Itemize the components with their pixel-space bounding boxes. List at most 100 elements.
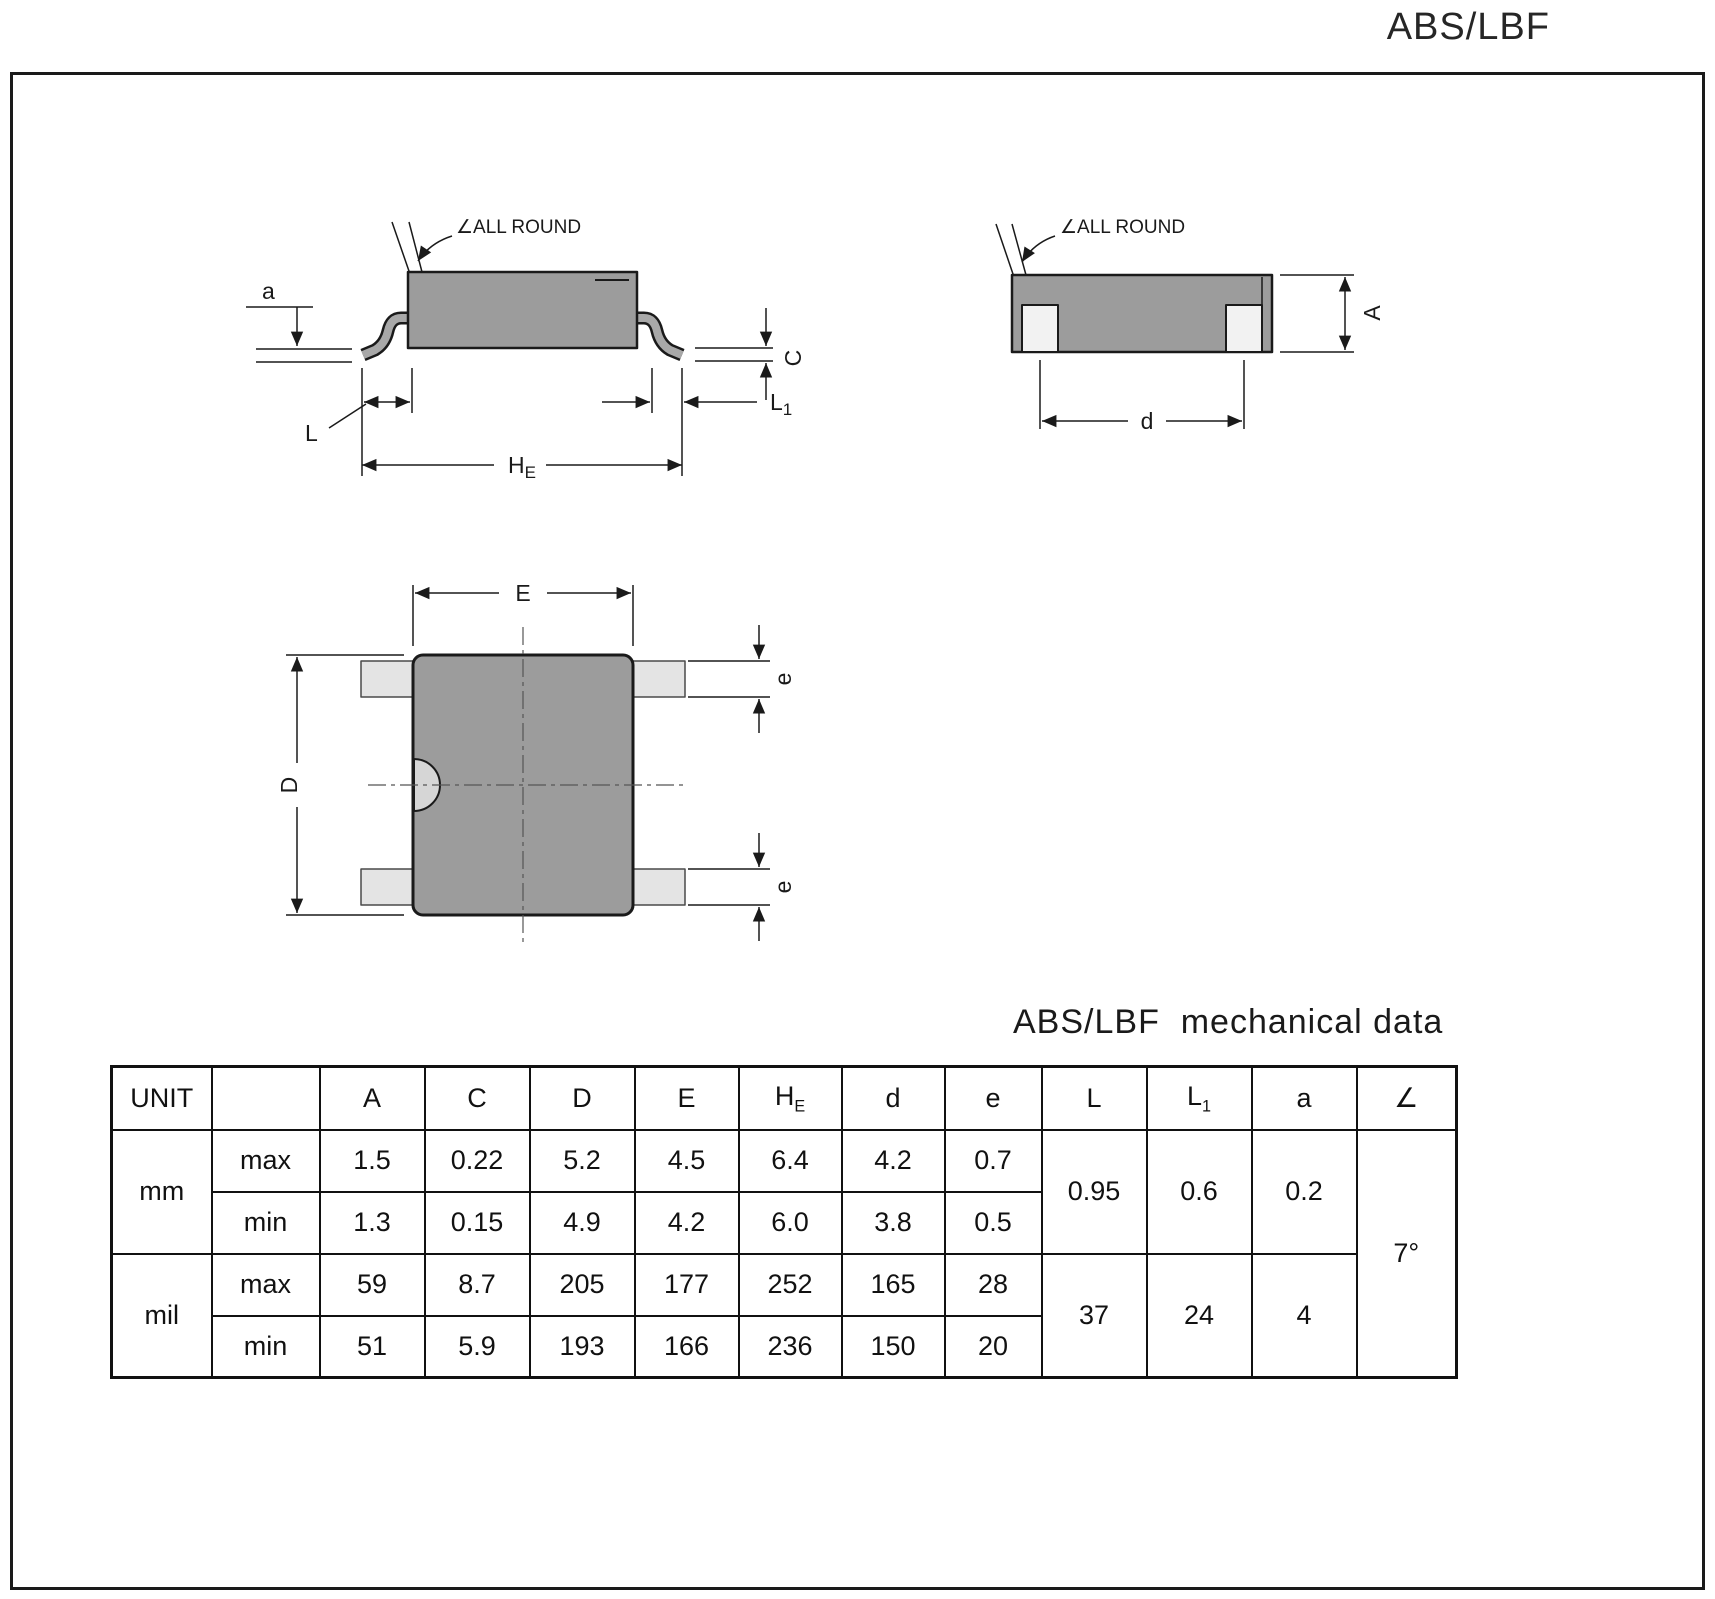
col-header-d: d bbox=[840, 1065, 946, 1131]
dim-label-l1: L1 bbox=[770, 389, 792, 419]
cell-mil-max-d: 165 bbox=[840, 1252, 946, 1317]
cell-mil-max-E: 177 bbox=[633, 1252, 740, 1317]
he-sub: E bbox=[525, 463, 536, 482]
cell-angle-value: 7° bbox=[1355, 1128, 1458, 1379]
table-header-row: UNIT A C D E HE d e L L1 a ∠ bbox=[110, 1065, 1458, 1131]
cell-mm-max-D: 5.2 bbox=[528, 1128, 636, 1193]
row-label-min: min bbox=[210, 1190, 321, 1255]
cell-mil-max-D: 205 bbox=[528, 1252, 636, 1317]
terminal-pad bbox=[1225, 304, 1263, 353]
dim-label-e-pitch: e bbox=[770, 673, 796, 686]
table-row-mm-min: min 1.3 0.15 4.9 4.2 6.0 3.8 0.5 bbox=[112, 1190, 1457, 1255]
terminal-pad bbox=[1021, 304, 1059, 353]
dim-label-a-height: A bbox=[1359, 305, 1385, 321]
he-base: H bbox=[508, 452, 525, 478]
cell-mil-L: 37 bbox=[1040, 1252, 1148, 1379]
cell-mm-min-A: 1.3 bbox=[318, 1190, 426, 1255]
col-header-A: A bbox=[318, 1065, 426, 1131]
cell-mm-min-HE: 6.0 bbox=[737, 1190, 843, 1255]
cell-mm-max-E: 4.5 bbox=[633, 1128, 740, 1193]
cell-mm-min-C: 0.15 bbox=[423, 1190, 531, 1255]
cell-mil-min-E: 166 bbox=[633, 1314, 740, 1379]
cell-mil-min-C: 5.9 bbox=[423, 1314, 531, 1379]
lead-pad bbox=[631, 868, 686, 906]
side-view: ∠ALL ROUND a L bbox=[246, 217, 806, 482]
dim-label-a: a bbox=[262, 278, 275, 304]
lead-pad bbox=[360, 868, 415, 906]
col-header-C: C bbox=[423, 1065, 531, 1131]
dim-label-d: d bbox=[1141, 408, 1154, 434]
col-header-angle: ∠ bbox=[1355, 1065, 1458, 1131]
row-label-max: max bbox=[210, 1252, 321, 1317]
cell-mil-a: 4 bbox=[1250, 1252, 1358, 1379]
mechanical-data-table: UNIT A C D E HE d e L L1 a ∠ mm max 1.5 … bbox=[110, 1065, 1458, 1379]
col-header-unit: UNIT bbox=[110, 1065, 213, 1131]
leader-arrow bbox=[1021, 235, 1056, 263]
cell-mm-L: 0.95 bbox=[1040, 1128, 1148, 1255]
col-header-D: D bbox=[528, 1065, 636, 1131]
cell-mm-max-d: 4.2 bbox=[840, 1128, 946, 1193]
dim-label-l: L bbox=[305, 420, 318, 446]
col-header-L1: L1 bbox=[1145, 1065, 1253, 1131]
cell-mil-min-d: 150 bbox=[840, 1314, 946, 1379]
dim-label-c: C bbox=[780, 350, 806, 367]
cell-mil-max-C: 8.7 bbox=[423, 1252, 531, 1317]
cell-mm-max-A: 1.5 bbox=[318, 1128, 426, 1193]
cell-mil-min-e: 20 bbox=[943, 1314, 1043, 1379]
angle-extent-line bbox=[391, 221, 411, 275]
cell-mm-max-HE: 6.4 bbox=[737, 1128, 843, 1193]
cell-mm-a: 0.2 bbox=[1250, 1128, 1358, 1255]
lead bbox=[631, 314, 684, 359]
cell-mm-min-d: 3.8 bbox=[840, 1190, 946, 1255]
col-header-HE: HE bbox=[737, 1065, 843, 1131]
l1-base: L bbox=[1186, 1080, 1202, 1111]
dim-label-he: HE bbox=[508, 452, 536, 482]
package-body bbox=[406, 270, 639, 350]
leader-line bbox=[328, 403, 367, 429]
table-row-mil-max: mil max 59 8.7 205 177 252 165 28 37 24 … bbox=[110, 1252, 1457, 1379]
table-row-mm-max: mm max 1.5 0.22 5.2 4.5 6.4 4.2 0.7 0.95… bbox=[110, 1128, 1458, 1379]
l1-base: L bbox=[770, 389, 783, 415]
col-header-L: L bbox=[1040, 1065, 1148, 1131]
cell-mm-max-e: 0.7 bbox=[943, 1128, 1043, 1193]
unit-label-mil: mil bbox=[110, 1252, 213, 1379]
page-title: ABS/LBF bbox=[1386, 6, 1550, 48]
angle-extent-line bbox=[1011, 223, 1027, 276]
angle-extent-line bbox=[995, 223, 1015, 278]
dim-label-e-width: E bbox=[515, 580, 530, 606]
lead bbox=[361, 314, 414, 359]
cell-mm-min-D: 4.9 bbox=[528, 1190, 636, 1255]
dim-label-e-pitch: e bbox=[770, 881, 796, 894]
cell-mm-min-E: 4.2 bbox=[633, 1190, 740, 1255]
col-header-a: a bbox=[1250, 1065, 1358, 1131]
cell-mm-L1: 0.6 bbox=[1145, 1128, 1253, 1255]
table-title: ABS/LBF mechanical data bbox=[1013, 1003, 1444, 1041]
col-header-E: E bbox=[633, 1065, 740, 1131]
row-label-max: max bbox=[210, 1128, 321, 1193]
lead-pad bbox=[360, 660, 415, 698]
all-round-label: ∠ALL ROUND bbox=[456, 217, 581, 238]
cell-mil-min-A: 51 bbox=[318, 1314, 426, 1379]
cell-mil-max-e: 28 bbox=[943, 1252, 1043, 1317]
col-header-blank bbox=[210, 1065, 321, 1131]
angle-extent-line bbox=[408, 221, 423, 273]
he-sub: E bbox=[794, 1096, 806, 1115]
cell-mil-max-HE: 252 bbox=[737, 1252, 843, 1317]
he-base: H bbox=[774, 1080, 795, 1111]
unit-label-mm: mm bbox=[110, 1128, 213, 1255]
l1-sub: 1 bbox=[1202, 1096, 1212, 1115]
leader-arrow bbox=[417, 235, 453, 262]
mechanical-drawing: ∠ALL ROUND a L bbox=[246, 217, 1385, 943]
col-header-e: e bbox=[943, 1065, 1043, 1131]
cell-mil-min-D: 193 bbox=[528, 1314, 636, 1379]
row-label-min: min bbox=[210, 1314, 321, 1379]
cell-mm-max-C: 0.22 bbox=[423, 1128, 531, 1193]
cell-mil-max-A: 59 bbox=[318, 1252, 426, 1317]
drawing-frame: ∠ALL ROUND a L bbox=[10, 72, 1705, 1590]
l1-sub: 1 bbox=[783, 400, 792, 419]
cell-mil-min-HE: 236 bbox=[737, 1314, 843, 1379]
lead-pad bbox=[631, 660, 686, 698]
dim-label-depth: D bbox=[276, 777, 302, 794]
cell-mm-min-e: 0.5 bbox=[943, 1190, 1043, 1255]
